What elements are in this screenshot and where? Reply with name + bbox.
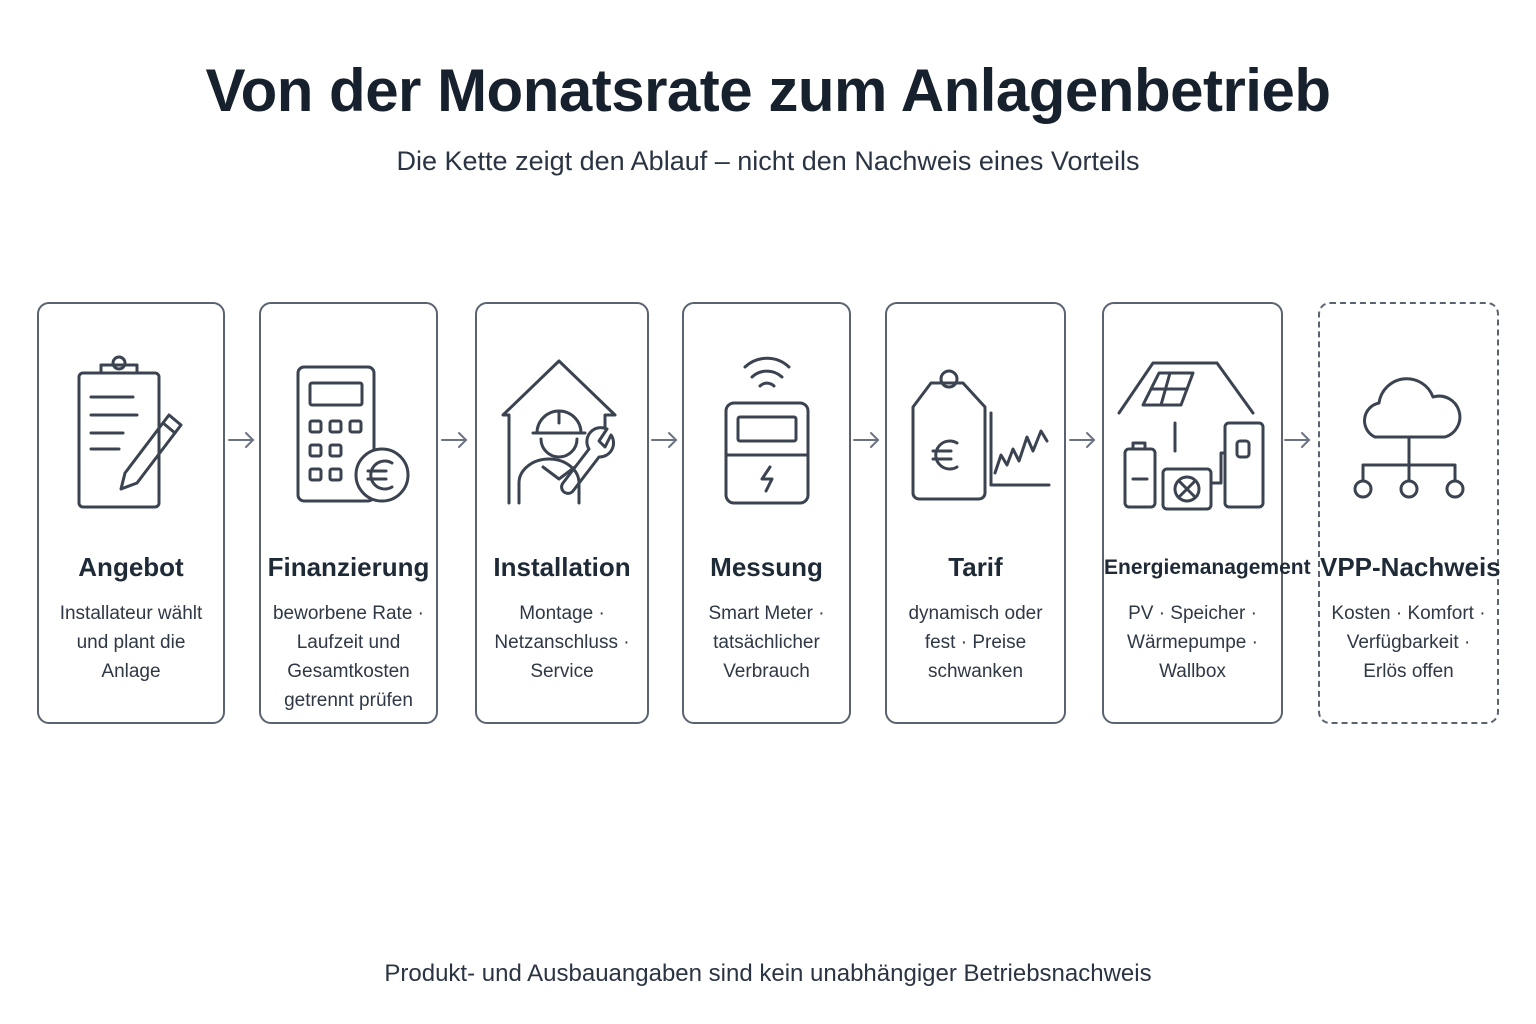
calculator-euro-icon bbox=[261, 348, 436, 518]
clipboard-pencil-icon bbox=[39, 348, 223, 518]
house-worker-wrench-icon bbox=[477, 348, 647, 518]
euro-tag-chart-icon bbox=[887, 348, 1064, 518]
step-card-tarif: Tarif dynamisch oder fest · Preise schwa… bbox=[885, 302, 1066, 724]
arrow-right-icon bbox=[1284, 432, 1311, 448]
arrow-right-icon bbox=[651, 432, 678, 448]
step-card-energiemanagement: Energiemanagement PV · Speicher · Wärmep… bbox=[1102, 302, 1311, 724]
page-title: Von der Monatsrate zum Anlagenbetrieb bbox=[205, 57, 1332, 124]
arrow-right-icon bbox=[228, 432, 255, 448]
arrow-right-icon bbox=[1069, 432, 1096, 448]
step-description: beworbene Rate · Laufzeit und Gesamtkost… bbox=[272, 603, 425, 711]
arrow-right-icon bbox=[441, 432, 468, 448]
step-title: Messung bbox=[710, 552, 823, 582]
solar-house-devices-icon bbox=[1104, 348, 1281, 518]
step-card-vpp-nachweis: VPP-Nachweis Kosten · Komfort · Verfügba… bbox=[1318, 302, 1501, 724]
arrow-right-icon bbox=[853, 432, 880, 448]
page-subtitle: Die Kette zeigt den Ablauf – nicht den N… bbox=[396, 146, 1140, 176]
step-card-installation: Installation Montage · Netzanschluss · S… bbox=[475, 302, 649, 724]
step-description: dynamisch oder fest · Preise schwanken bbox=[908, 603, 1043, 682]
step-description: Montage · Netzanschluss · Service bbox=[494, 603, 630, 682]
step-title: Angebot bbox=[78, 552, 184, 582]
step-title: Installation bbox=[493, 552, 631, 582]
footer-note: Produkt- und Ausbauangaben sind kein una… bbox=[384, 960, 1152, 987]
step-title: Finanzierung bbox=[267, 552, 430, 582]
step-description: Installateur wählt und plant die Anlage bbox=[59, 603, 203, 682]
step-description: Smart Meter · tatsächlicher Verbrauch bbox=[708, 603, 825, 682]
step-title: Tarif bbox=[948, 552, 1003, 582]
cloud-network-icon bbox=[1320, 348, 1497, 518]
step-card-finanzierung: Finanzierung beworbene Rate · Laufzeit u… bbox=[259, 302, 438, 724]
step-title: VPP-Nachweis bbox=[1320, 552, 1501, 582]
step-card-messung: Messung Smart Meter · tatsächlicher Verb… bbox=[682, 302, 851, 724]
smart-meter-icon bbox=[684, 348, 849, 518]
step-description: Kosten · Komfort · Verfügbarkeit · Erlös… bbox=[1331, 603, 1486, 682]
step-card-angebot: Angebot Installateur wählt und plant die… bbox=[37, 302, 225, 724]
step-title: Energiemanagement bbox=[1104, 556, 1311, 579]
step-description: PV · Speicher · Wärmepumpe · Wallbox bbox=[1127, 603, 1258, 682]
